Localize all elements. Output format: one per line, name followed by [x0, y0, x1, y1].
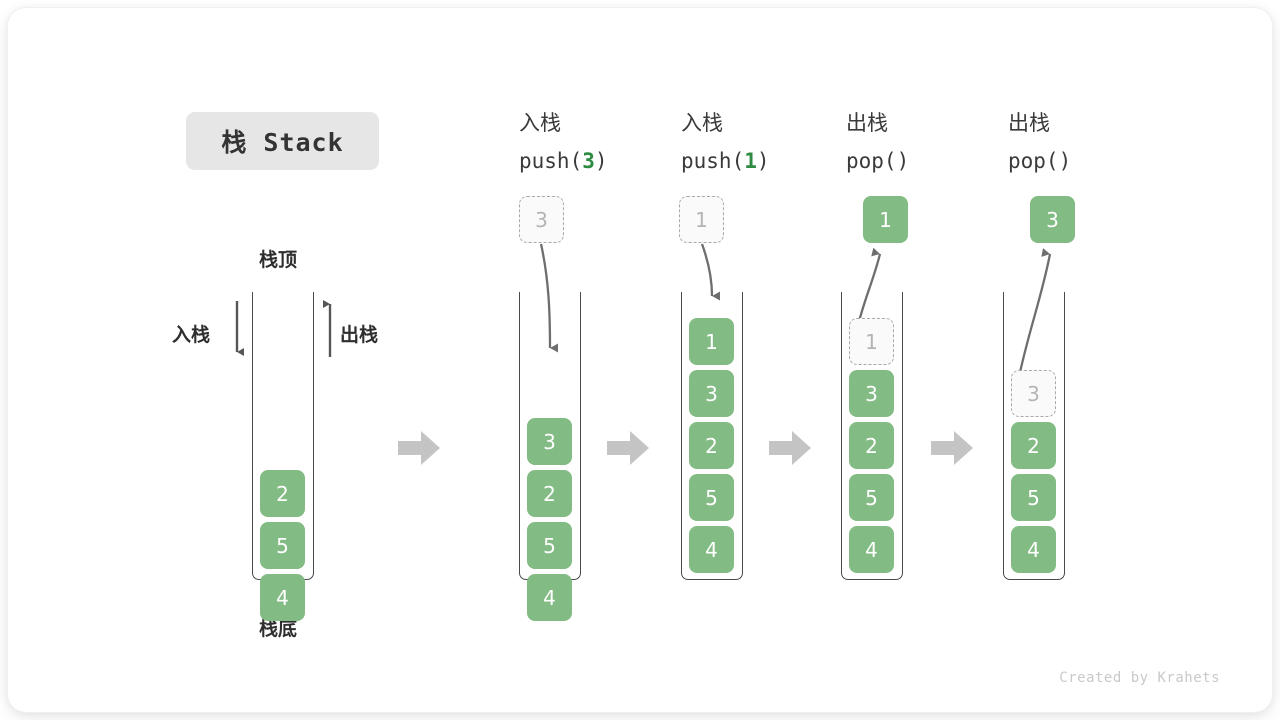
- code-prefix: push(: [519, 149, 583, 173]
- stack-cell: 5: [1011, 474, 1056, 521]
- operation-label-pop-1: 出栈 pop(): [846, 104, 909, 180]
- stack-cell: 5: [260, 522, 305, 569]
- pop-curve-arrow-3: [1016, 248, 1052, 383]
- stack-container: [681, 292, 743, 580]
- transition-arrow: [931, 431, 973, 465]
- operation-label-push-3: 入栈 push(3): [519, 104, 608, 180]
- code-argument: 3: [582, 149, 595, 173]
- stack-cell: 4: [1011, 526, 1056, 573]
- push-direction-label: 入栈: [172, 324, 211, 346]
- stack-cell: 1: [689, 318, 734, 365]
- stack-cell: 2: [849, 422, 894, 469]
- direction-arrows: [235, 300, 332, 357]
- code-suffix: ): [756, 149, 770, 173]
- stack-cell: 2: [260, 470, 305, 517]
- transition-arrow: [769, 431, 811, 465]
- code-suffix: ): [896, 149, 910, 173]
- stack-cell: 3: [849, 370, 894, 417]
- stack-cell: 3: [527, 418, 572, 465]
- stack-cell: 2: [1011, 422, 1056, 469]
- transition-arrow: [607, 431, 649, 465]
- stack-cell: 3: [689, 370, 734, 417]
- operation-name: 出栈: [846, 111, 888, 135]
- code-argument: 1: [744, 149, 757, 173]
- operation-name: 入栈: [681, 111, 723, 135]
- code-suffix: ): [1058, 149, 1072, 173]
- stack-cell: 2: [527, 470, 572, 517]
- credit-text: Created by Krahets: [1059, 670, 1220, 686]
- stack-top-label: 栈顶: [259, 249, 298, 271]
- stack-container: [1003, 292, 1065, 580]
- stack-container: [841, 292, 903, 580]
- floating-cell-push-3: 3: [519, 196, 564, 243]
- push-curve-arrow-3: [539, 243, 559, 353]
- floating-cell-pop-3: 3: [1030, 196, 1075, 243]
- stack-cell: 4: [527, 574, 572, 621]
- operation-label-push-1: 入栈 push(1): [681, 104, 770, 180]
- code-prefix: pop(: [846, 149, 897, 173]
- code-suffix: ): [594, 149, 608, 173]
- code-prefix: push(: [681, 149, 745, 173]
- code-prefix: pop(: [1008, 149, 1059, 173]
- stack-cell: 4: [260, 574, 305, 621]
- stack-bottom-label: 栈底: [259, 618, 298, 640]
- page-title: 栈 Stack: [186, 112, 379, 170]
- stack-cell: 4: [689, 526, 734, 573]
- stack-cell: 4: [849, 526, 894, 573]
- operation-code: pop(): [1008, 142, 1071, 180]
- operation-code: pop(): [846, 142, 909, 180]
- stack-cell: 5: [527, 522, 572, 569]
- floating-cell-pop-1: 1: [863, 196, 908, 243]
- operation-name: 出栈: [1008, 111, 1050, 135]
- stack-cell-ghost: 1: [849, 318, 894, 365]
- pop-direction-label: 出栈: [340, 324, 379, 346]
- push-curve-arrow-1: [700, 243, 721, 301]
- stack-cell-ghost: 3: [1011, 370, 1056, 417]
- transition-arrow: [398, 431, 440, 465]
- operation-code: push(1): [681, 142, 770, 180]
- floating-cell-push-1: 1: [679, 196, 724, 243]
- stack-cell: 5: [689, 474, 734, 521]
- operation-code: push(3): [519, 142, 608, 180]
- stack-cell: 5: [849, 474, 894, 521]
- operation-label-pop-3: 出栈 pop(): [1008, 104, 1071, 180]
- operation-name: 入栈: [519, 111, 561, 135]
- stack-cell: 2: [689, 422, 734, 469]
